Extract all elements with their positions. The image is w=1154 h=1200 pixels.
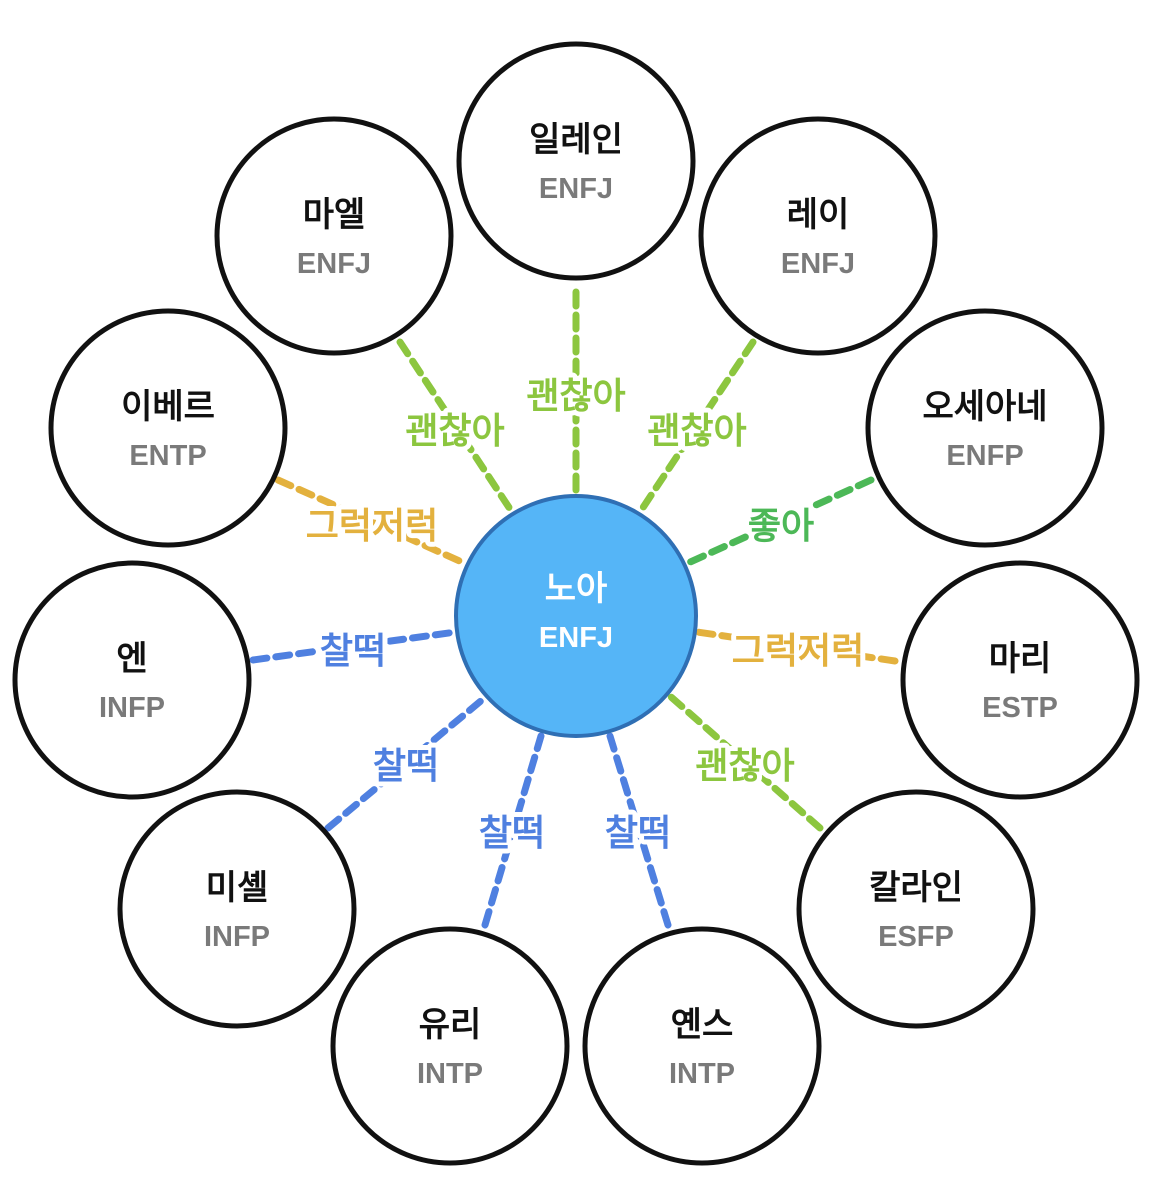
node-type-rei: ENFJ [781,248,855,280]
edge-label-halo-yens: 찰떡 [605,813,671,854]
node-name-mishel: 미셸 [206,868,269,908]
node-circle-osseane [865,308,1105,548]
edge-rei [636,338,757,516]
edge-osseane [684,476,875,567]
node-type-mael: ENFJ [297,248,371,280]
node-name-rei: 레이 [787,195,850,235]
edge-yuri [481,732,545,929]
center-node-name: 노아 [545,569,608,609]
center-node: 노아 ENFJ [454,494,698,738]
node-iberu: 이베르 ENTP [48,308,288,548]
edge-label-iberu: 그럭저럭 [306,506,438,547]
edge-label-halo-mishel: 찰떡 [373,746,439,787]
edge-labels-layer: 괜찮아괜찮아괜찮아괜찮아좋아좋아그럭저럭그럭저럭괜찮아괜찮아찰떡찰떡찰떡찰떡찰떡… [301,371,869,859]
center-node-circle [454,494,698,738]
edge-label-yens: 찰떡 [605,813,671,854]
edge-label-mari: 그럭저럭 [732,631,864,672]
edge-mishel [324,696,486,832]
node-yuri: 유리 INTP [330,926,570,1166]
node-circle-en [12,560,252,800]
node-yens: 옌스 INTP [582,926,822,1166]
node-type-iberu: ENTP [129,440,206,472]
node-circle-yuri [330,926,570,1166]
center-node-type: ENFJ [539,622,613,654]
edge-label-halo-ilein: 괜찮아 [526,376,625,417]
node-name-yuri: 유리 [419,1005,482,1045]
node-type-yens: INTP [669,1058,735,1090]
edge-yens [606,732,672,929]
node-type-kalain: ESFP [878,921,954,953]
edge-label-kalain: 괜찮아 [695,746,794,787]
node-circle-kalain [796,789,1036,1029]
node-en: 엔 INFP [12,560,252,800]
node-name-yens: 옌스 [671,1005,734,1045]
edge-en [249,628,460,664]
node-circle-yens [582,926,822,1166]
node-name-iberu: 이베르 [121,387,215,427]
node-rei: 레이 ENFJ [698,116,938,356]
node-circle-ilein [456,41,696,281]
node-mishel: 미셸 INFP [117,789,357,1029]
edge-label-yuri: 찰떡 [479,813,545,854]
node-type-mari: ESTP [982,692,1058,724]
edge-label-halo-yuri: 찰떡 [479,813,545,854]
node-osseane: 오세아네 ENFP [865,308,1105,548]
node-mael: 마엘 ENFJ [214,116,454,356]
node-name-mael: 마엘 [303,195,366,235]
edge-label-halo-en: 찰떡 [320,631,386,672]
node-name-ilein: 일레인 [529,120,623,160]
node-type-ilein: ENFJ [539,173,613,205]
edge-label-halo-mael: 괜찮아 [405,411,504,452]
edge-iberu [274,476,468,567]
node-name-osseane: 오세아네 [922,387,1047,427]
node-type-en: INFP [99,692,165,724]
node-type-osseane: ENFP [946,440,1023,472]
edge-label-rei: 괜찮아 [647,411,746,452]
edge-label-halo-rei: 괜찮아 [647,411,746,452]
node-mari: 마리 ESTP [900,560,1140,800]
edge-label-mishel: 찰떡 [373,746,439,787]
node-type-mishel: INFP [204,921,270,953]
node-circle-mari [900,560,1140,800]
edge-label-halo-iberu: 그럭저럭 [306,506,438,547]
node-circle-mishel [117,789,357,1029]
edge-label-halo-osseane: 좋아 [748,506,814,547]
edge-mael [396,338,516,516]
edge-mari [693,628,899,665]
node-circle-rei [698,116,938,356]
edge-label-halo-mari: 그럭저럭 [732,631,864,672]
node-kalain: 칼라인 ESFP [796,789,1036,1029]
node-ilein: 일레인 ENFJ [456,41,696,281]
node-circle-mael [214,116,454,356]
node-name-en: 엔 [116,639,147,679]
edge-label-en: 찰떡 [320,631,386,672]
node-name-kalain: 칼라인 [869,868,963,908]
edge-label-mael: 괜찮아 [405,411,504,452]
edge-label-halo-kalain: 괜찮아 [695,746,794,787]
nodes-layer: 일레인 ENFJ 레이 ENFJ 오세아네 ENFP 마리 ESTP 칼라인 ESFP 옌스 INTP… [12,41,1140,1166]
edge-label-ilein: 괜찮아 [526,376,625,417]
node-type-yuri: INTP [417,1058,483,1090]
edge-label-osseane: 좋아 [748,506,814,547]
edge-kalain [666,692,824,832]
edges-layer [249,288,899,929]
node-circle-iberu [48,308,288,548]
node-name-mari: 마리 [989,639,1052,679]
